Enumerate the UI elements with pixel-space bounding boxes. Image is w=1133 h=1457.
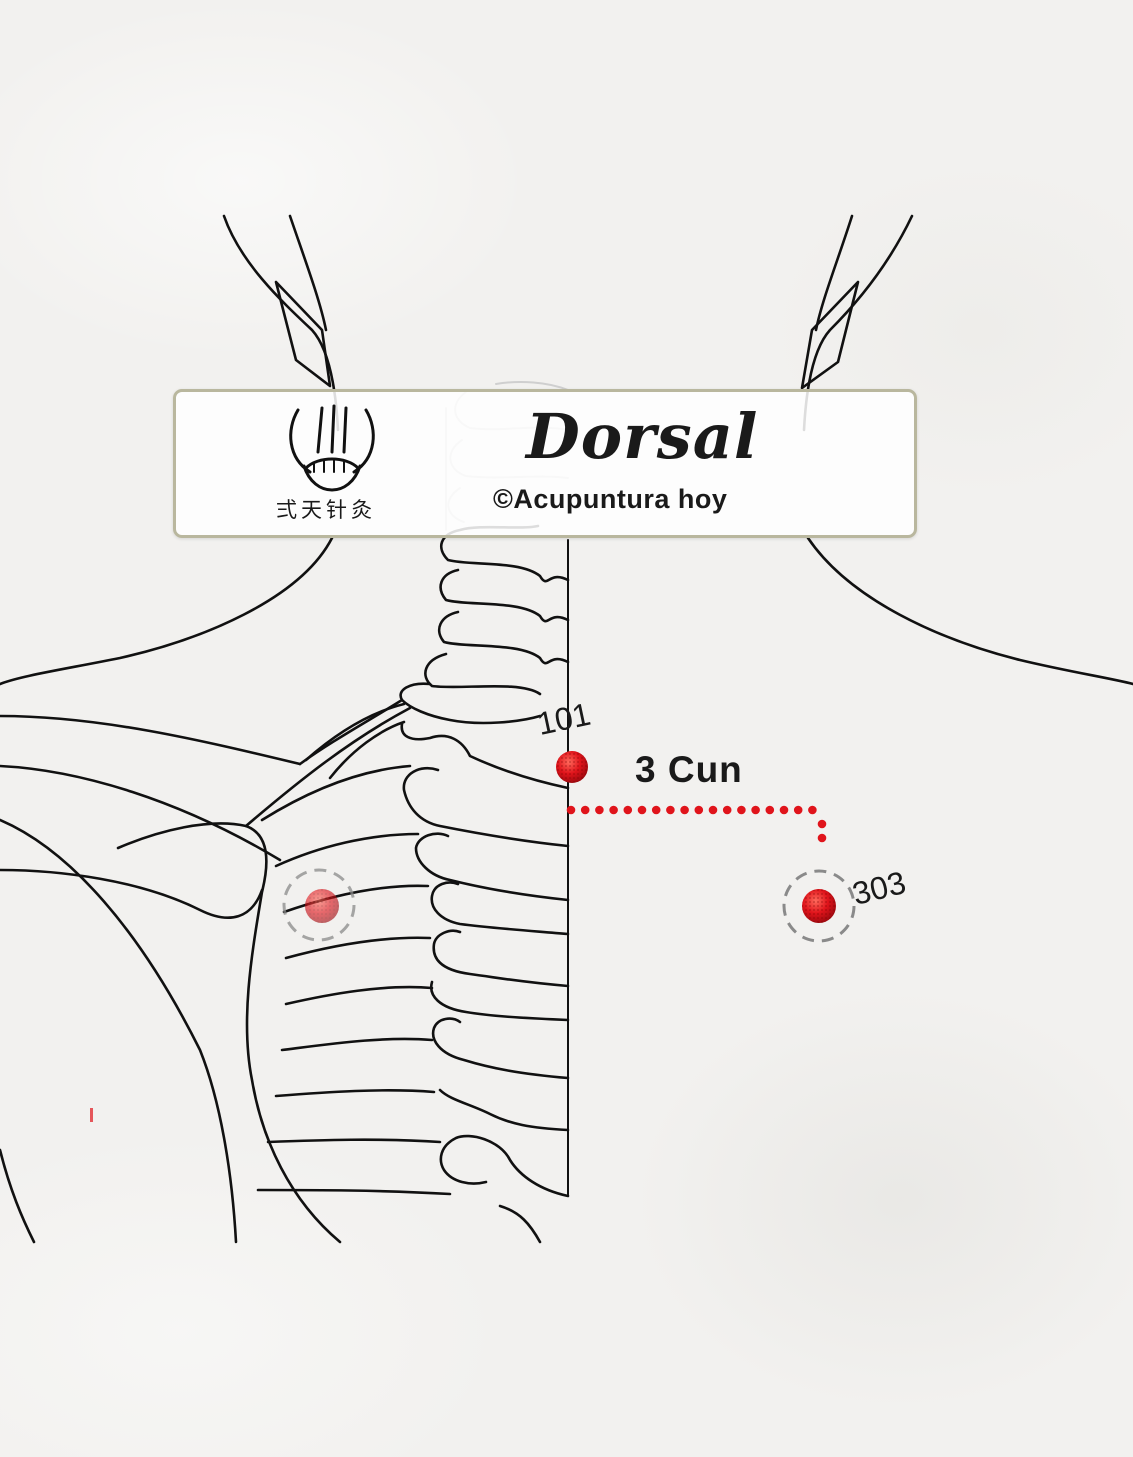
point-101 (556, 751, 588, 783)
measurement-dot (817, 819, 827, 829)
measurement-dot (637, 805, 647, 815)
right-neck-muscle (814, 214, 854, 332)
measurement-dot (623, 805, 633, 815)
point-303 (802, 889, 836, 923)
scapula-point-highlight-ring (282, 868, 356, 942)
measurement-dot (817, 833, 827, 843)
left-trapezius-line (0, 714, 302, 766)
left-neck-muscle (288, 214, 328, 332)
distance-label: 3 Cun (635, 749, 743, 790)
point-303-highlight-ring (782, 869, 856, 943)
measurement-line (566, 805, 827, 843)
measurement-dot (694, 805, 704, 815)
measurement-dot (751, 805, 760, 815)
measurement-dot (580, 805, 590, 815)
measurement-dot (737, 805, 746, 815)
measurement-dot (722, 805, 732, 815)
left-back-line-5 (0, 1148, 36, 1244)
scapula-outline (116, 822, 342, 1244)
left-back-line-3 (0, 818, 238, 1244)
scapula-point (305, 889, 339, 923)
measurement-dot (595, 805, 604, 815)
panel-title: Dorsal (526, 400, 759, 473)
measurement-dot (651, 805, 661, 815)
left-back-line-2 (0, 764, 282, 862)
right-shoulder-outline (806, 536, 1133, 686)
left-back-line-4 (0, 868, 264, 919)
stray-red-mark (90, 1108, 93, 1122)
measurement-dot (793, 805, 803, 815)
scapula-spine (244, 706, 412, 828)
measurement-dot (708, 805, 718, 815)
left-neck-band (274, 280, 332, 388)
measurement-dot (779, 805, 789, 815)
measurement-dot (680, 805, 689, 815)
right-neck-band (800, 280, 860, 390)
measurement-dot (566, 805, 576, 815)
acupuncture-needles-head-icon (289, 404, 375, 492)
title-panel: 弍天针灸 Dorsal ©Acupuntura hoy (173, 389, 917, 538)
logo-text: 弍天针灸 (276, 498, 376, 522)
measurement-dot (808, 805, 817, 815)
measurement-dot (666, 805, 675, 815)
copyright-text: ©Acupuntura hoy (493, 484, 728, 514)
measurement-dot (765, 805, 775, 815)
measurement-dot (609, 805, 618, 815)
left-shoulder-outline (0, 536, 334, 686)
